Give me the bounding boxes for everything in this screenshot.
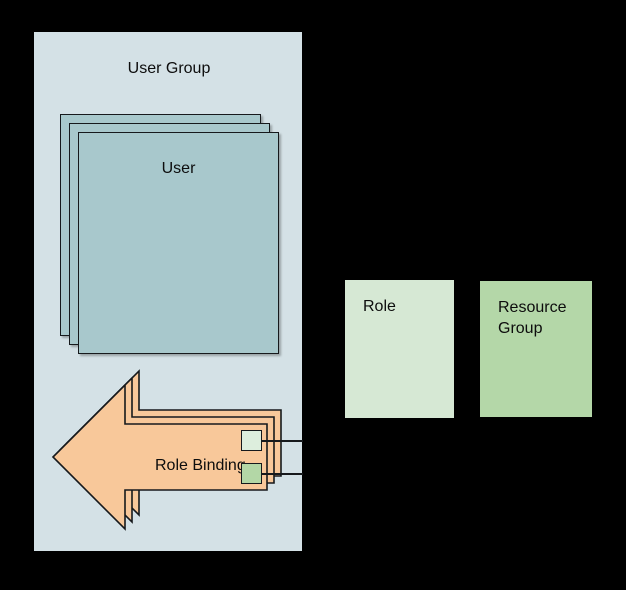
resource-group-box[interactable]: Resource Group (480, 281, 592, 417)
role-binding-resource-port[interactable] (241, 463, 262, 484)
role-binding-stack[interactable]: Role Binding (50, 368, 282, 531)
role-connector-line (262, 440, 303, 442)
user-group-label: User Group (127, 60, 211, 77)
resource-connector-line (262, 473, 303, 475)
role-box-label: Role (363, 298, 396, 315)
user-label: User (161, 160, 196, 177)
role-binding-arrow-front[interactable]: Role Binding (50, 382, 268, 531)
role-binding-role-port[interactable] (241, 430, 262, 451)
role-box[interactable]: Role (345, 280, 454, 418)
user-card-front[interactable] (78, 132, 279, 354)
resource-group-box-label: Resource Group (498, 299, 567, 337)
role-binding-label: Role Binding (155, 457, 246, 474)
user-card-stack[interactable]: User (60, 114, 279, 354)
